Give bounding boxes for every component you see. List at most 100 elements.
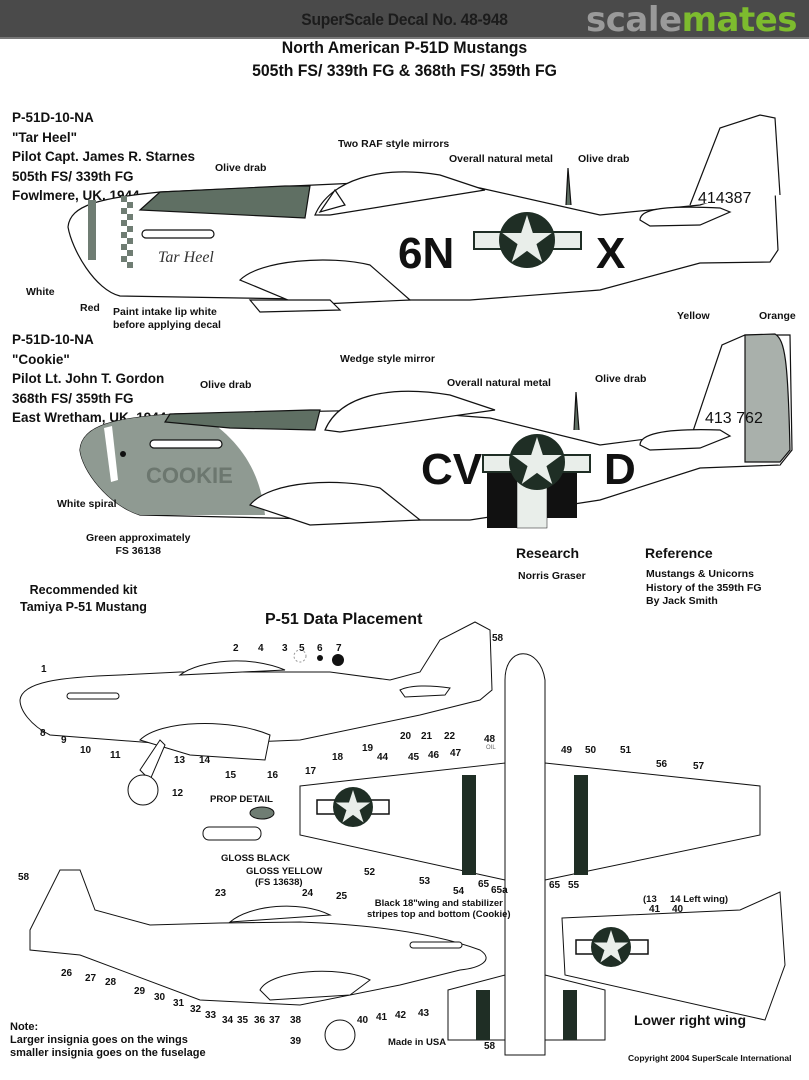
- lower-right-wing-label: Lower right wing: [634, 1012, 746, 1028]
- decal-number: 9: [61, 735, 67, 746]
- aircraft2-info: P-51D-10-NA "Cookie" Pilot Lt. John T. G…: [12, 330, 166, 428]
- decal-number: 33: [205, 1010, 217, 1021]
- left-wing-note-a: (13: [643, 894, 657, 905]
- aircraft1-profile: [67, 114, 781, 313]
- decal-number: 65a: [491, 885, 508, 896]
- invasion-stripe: [487, 468, 517, 528]
- decal-number: 26: [61, 968, 73, 979]
- left-wing-note-b: 14 Left wing): [670, 894, 729, 905]
- decal-number: 49: [561, 745, 573, 756]
- decal-number: 28: [105, 977, 117, 988]
- decal-number: 53: [419, 876, 431, 887]
- a2-callout-orange: Orange: [759, 310, 796, 322]
- gloss-yellow-label: GLOSS YELLOW: [246, 866, 323, 877]
- fs-code-label: (FS 13638): [255, 877, 303, 888]
- a2-callout-white-spiral: White spiral: [57, 498, 117, 510]
- prop-detail-label: PROP DETAIL: [210, 794, 273, 805]
- decal-number: 44: [377, 752, 389, 763]
- placement-side-top: [19, 621, 493, 806]
- header-bar: SuperScale Decal No. 48-948 scalemates: [0, 0, 809, 40]
- decal-number: 21: [421, 731, 433, 742]
- decal-number: 58: [18, 872, 30, 883]
- stab-stripe-right: [563, 990, 577, 1040]
- a1-callout-natural-metal: Overall natural metal: [449, 153, 553, 165]
- title-line-2: 505th FS/ 339th FG & 368th FS/ 359th FG: [252, 61, 557, 80]
- a2-callout-natural-metal: Overall natural metal: [447, 377, 551, 389]
- decal-title: SuperScale Decal No. 48-948: [301, 10, 508, 29]
- a1-callout-mirrors: Two RAF style mirrors: [338, 138, 450, 150]
- a1-callout-olive-drab: Olive drab: [215, 162, 267, 174]
- aircraft2-nose-art: COOKIE: [146, 463, 233, 488]
- decal-number: 54: [453, 886, 465, 897]
- decal-number: 16: [267, 770, 279, 781]
- decal-number: 14: [199, 755, 211, 766]
- aircraft1-code-right: X: [596, 229, 625, 278]
- decal-number: 41: [376, 1012, 388, 1023]
- aircraft1-model: P-51D-10-NA: [12, 110, 94, 125]
- decal-number: 3: [282, 643, 288, 654]
- decal-number: 58: [484, 1041, 496, 1052]
- decal-number: 46: [428, 750, 440, 761]
- a2-callout-olive-drab: Olive drab: [200, 379, 252, 391]
- wing-stripe-left: [462, 775, 476, 875]
- reference-lines: Mustangs & Unicorns History of the 359th…: [646, 568, 762, 607]
- prop-detail-drawing: [202, 806, 275, 841]
- aircraft1-info: P-51D-10-NA "Tar Heel" Pilot Capt. James…: [12, 108, 195, 206]
- stripes-note: Black 18"wing and stabilizer stripes top…: [367, 898, 511, 920]
- decal-number: 13: [174, 755, 186, 766]
- wing-insignia-top: [316, 787, 390, 827]
- aircraft2-profile: [79, 333, 793, 526]
- a1-callout-red: Red: [80, 302, 100, 314]
- decal-number: 29: [134, 986, 146, 997]
- decal-number: 8: [40, 728, 46, 739]
- decal-number: 57: [693, 761, 705, 772]
- aircraft2-code-right: D: [604, 445, 636, 494]
- decal-number: 25: [336, 891, 348, 902]
- decal-number: 23: [215, 888, 227, 899]
- decal-number: 40: [357, 1015, 369, 1026]
- made-in-label: Made in USA: [388, 1037, 447, 1048]
- decal-number: 24: [302, 888, 314, 899]
- decal-number: 32: [190, 1004, 202, 1015]
- a2-callout-green: Green approximately FS 36138: [86, 532, 191, 557]
- recommended-kit: Recommended kit Tamiya P-51 Mustang: [20, 583, 147, 614]
- decal-number: 45: [408, 752, 420, 763]
- aircraft2-name: "Cookie": [12, 351, 70, 367]
- placement-title: P-51 Data Placement: [265, 611, 423, 628]
- a1-callout-intake: Paint intake lip white before applying d…: [113, 306, 221, 331]
- decal-number: 17: [305, 766, 317, 777]
- decal-number: 37: [269, 1015, 281, 1026]
- checkerboard: [121, 196, 133, 268]
- decal-number: 6: [317, 643, 323, 654]
- aircraft2-pilot: Pilot Lt. John T. Gordon: [12, 371, 165, 386]
- aircraft1-name: "Tar Heel": [12, 129, 78, 145]
- decal-number: 65: [478, 879, 490, 890]
- aircraft1-unit: 505th FS/ 339th FG: [12, 168, 134, 184]
- insignia-note: Note: Larger insignia goes on the wings …: [10, 1021, 206, 1059]
- aircraft1-code-left: 6N: [398, 229, 454, 278]
- decal-number: 41: [649, 904, 661, 915]
- decal-number: 27: [85, 973, 97, 984]
- decal-number: 10: [80, 745, 92, 756]
- decal-number: 38: [290, 1015, 302, 1026]
- decal-number: 18: [332, 752, 344, 763]
- decal-7: [332, 654, 344, 666]
- gloss-black-label: GLOSS BLACK: [221, 853, 291, 864]
- decal-number: 48: [484, 734, 496, 745]
- decal-number: 56: [656, 759, 668, 770]
- a2-callout-yellow: Yellow: [677, 310, 710, 322]
- decal-number: 12: [172, 788, 184, 799]
- decal-number: 5: [299, 643, 305, 654]
- scalemates-logo[interactable]: scalemates: [586, 0, 797, 40]
- decal-number: 2: [233, 643, 239, 654]
- aircraft1-pilot: Pilot Capt. James R. Starnes: [12, 149, 196, 164]
- stab-stripe-left: [476, 990, 490, 1040]
- decal-number: 30: [154, 992, 166, 1003]
- decal-number: 55: [568, 880, 580, 891]
- decal-number: 19: [362, 743, 374, 754]
- decal-number: 36: [254, 1015, 266, 1026]
- decal-number: 43: [418, 1008, 430, 1019]
- decal-number: 47: [450, 748, 462, 759]
- decal-number: 34: [222, 1015, 234, 1026]
